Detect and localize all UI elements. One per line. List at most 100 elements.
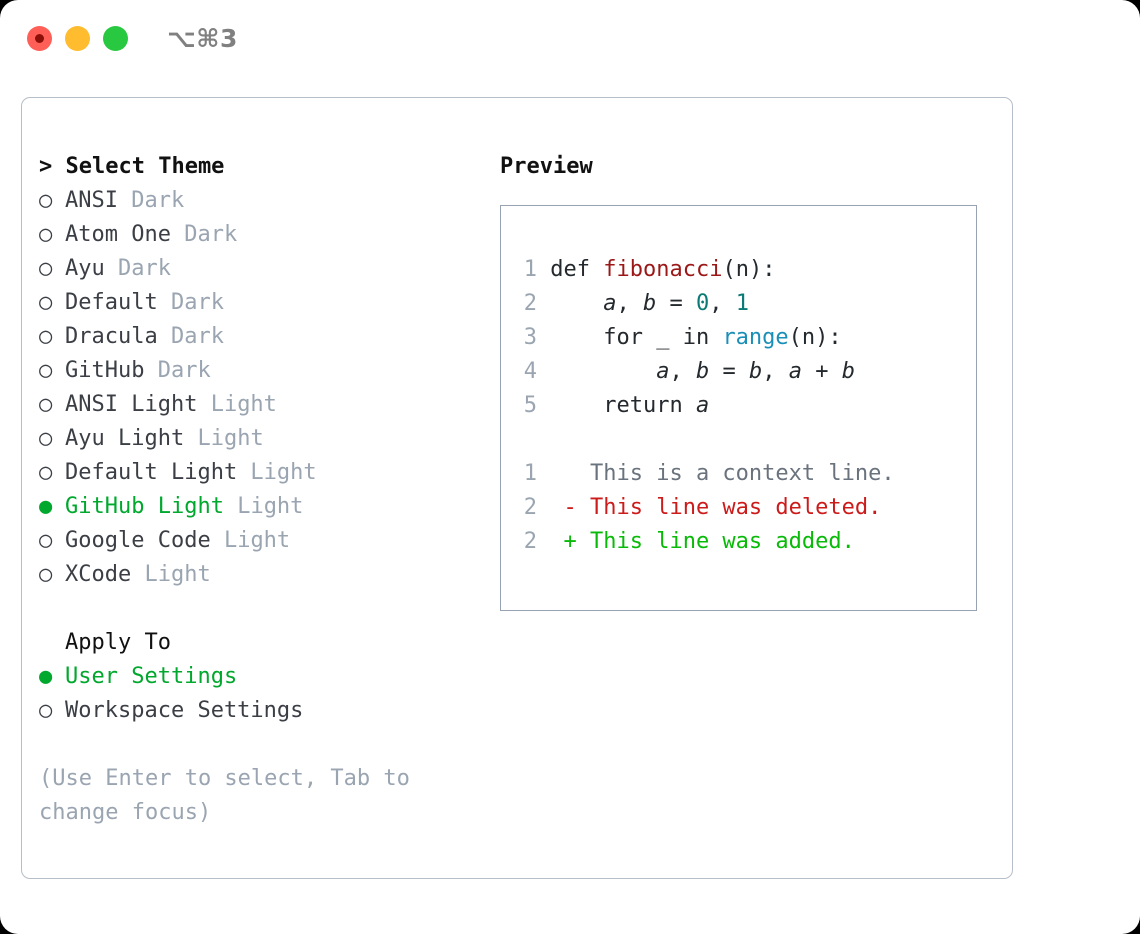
theme-kind-label: Dark [144, 358, 211, 383]
code-token-plain: (n): [788, 325, 842, 350]
theme-name-label: Default [65, 290, 158, 315]
theme-kind-label: Light [223, 494, 304, 519]
code-token-plain: = [709, 359, 749, 384]
line-number: 2 [523, 291, 537, 316]
code-token-plain: , [669, 359, 696, 384]
theme-name-label: GitHub Light [65, 494, 224, 519]
close-button[interactable] [27, 26, 52, 51]
code-token-var: b [841, 359, 855, 384]
maximize-button[interactable] [103, 26, 128, 51]
diff-line-number: 1 [523, 461, 537, 486]
theme-name-label: ANSI Light [65, 392, 198, 417]
theme-name-label: Dracula [65, 324, 158, 349]
theme-list[interactable]: ○ANSI Dark○Atom One Dark○Ayu Dark○Defaul… [39, 184, 479, 592]
line-number: 3 [523, 325, 537, 350]
code-token-func: fibonacci [603, 257, 723, 282]
theme-selection-column: > Select Theme ○ANSI Dark○Atom One Dark○… [39, 150, 479, 830]
radio-unselected-icon: ○ [39, 528, 53, 553]
theme-option-github-light[interactable]: ● GitHub Light Light [39, 490, 479, 524]
preview-heading: Preview [500, 154, 593, 179]
theme-option-default-light[interactable]: ○Default Light Light [39, 456, 479, 490]
theme-option-default[interactable]: ○ Default Dark [39, 286, 479, 320]
theme-kind-label: Light [237, 460, 317, 485]
theme-option-google-code[interactable]: ○Google Code Light [39, 524, 479, 558]
gutter-space [537, 257, 550, 282]
code-line: 3 for _ in range(n): [513, 321, 855, 355]
code-token-plain: , [616, 291, 643, 316]
diff-line: 2 - This line was deleted. [513, 491, 895, 525]
code-token-num: 1 [735, 291, 749, 316]
theme-kind-label: Light [131, 562, 211, 587]
theme-name-label: Atom One [65, 222, 171, 247]
diff-line-text: + This line was added. [537, 529, 855, 554]
theme-name-label: Ayu [65, 256, 105, 281]
theme-name-label: GitHub [65, 358, 145, 383]
code-line: 4 a, b = b, a + b [513, 355, 855, 389]
theme-name-label: ANSI [65, 188, 118, 213]
theme-option-ayu-light[interactable]: ○Ayu Light Light [39, 422, 479, 456]
gutter-space [537, 359, 550, 384]
diff-line: 2 + This line was added. [513, 525, 895, 559]
radio-unselected-icon: ○ [39, 188, 53, 213]
theme-name-label: Google Code [65, 528, 211, 553]
code-token-plain [550, 359, 656, 384]
apply-to-heading: Apply To [65, 630, 171, 655]
code-token-builtin: range [722, 325, 789, 350]
radio-unselected-icon: ○ [39, 222, 53, 247]
keyboard-hint-text: (Use Enter to select, Tab to change focu… [39, 766, 410, 825]
code-token-var: a [695, 393, 710, 418]
theme-name-label: XCode [65, 562, 132, 587]
theme-option-dracula[interactable]: ○Dracula Dark [39, 320, 479, 354]
theme-kind-label: Dark [170, 222, 238, 247]
theme-kind-label: Dark [117, 188, 185, 213]
section-spacer [39, 592, 479, 626]
diff-line-text: - This line was deleted. [537, 495, 882, 520]
theme-option-atom-one[interactable]: ○ Atom One Dark [39, 218, 479, 252]
theme-option-ansi-light[interactable]: ○ ANSI Light Light [39, 388, 479, 422]
code-token-var: a [656, 359, 670, 384]
diff-line: 1 This is a context line. [513, 457, 895, 491]
code-token-num: 0 [695, 291, 710, 316]
apply-to-option-workspace-settings[interactable]: ○Workspace Settings [39, 694, 479, 728]
radio-selected-icon: ● [39, 664, 53, 689]
code-token-plain [550, 291, 603, 316]
code-token-var: b [642, 291, 657, 316]
preview-column: Preview 1 def fibonacci(n):2 a, b = 0, 1… [500, 150, 1000, 611]
theme-kind-label: Light [184, 426, 264, 451]
radio-selected-icon: ● [39, 494, 53, 519]
radio-unselected-icon: ○ [39, 290, 53, 315]
theme-option-ansi[interactable]: ○ ANSI Dark [39, 184, 479, 218]
line-number: 5 [523, 393, 537, 418]
code-token-plain: return [550, 393, 696, 418]
theme-kind-label: Dark [157, 324, 224, 349]
theme-kind-label: Light [197, 392, 277, 417]
code-token-var: b [695, 359, 710, 384]
code-line: 1 def fibonacci(n): [513, 253, 855, 287]
apply-to-label: User Settings [65, 664, 238, 689]
code-token-var: b [748, 359, 763, 384]
line-number: 4 [523, 359, 537, 384]
apply-to-label: Workspace Settings [65, 698, 304, 723]
radio-unselected-icon: ○ [39, 392, 53, 417]
diff-sample: 1 This is a context line.2 - This line w… [513, 457, 895, 559]
traffic-light-group [27, 26, 128, 51]
radio-unselected-icon: ○ [39, 460, 53, 485]
code-token-plain: , [762, 359, 789, 384]
gutter-space [537, 393, 550, 418]
code-token-plain: for _ in [550, 325, 723, 350]
minimize-button[interactable] [65, 26, 90, 51]
code-token-plain: = [656, 291, 696, 316]
select-theme-heading: > Select Theme [39, 154, 225, 179]
diff-line-text: This is a context line. [537, 461, 895, 486]
theme-option-xcode[interactable]: ○XCode Light [39, 558, 479, 592]
theme-option-github[interactable]: ○ GitHub Dark [39, 354, 479, 388]
apply-to-option-user-settings[interactable]: ● User Settings [39, 660, 479, 694]
apply-to-options[interactable]: ● User Settings ○Workspace Settings [39, 660, 479, 728]
theme-kind-label: Dark [157, 290, 224, 315]
line-number: 1 [523, 257, 537, 282]
code-line: 2 a, b = 0, 1 [513, 287, 855, 321]
radio-unselected-icon: ○ [39, 358, 53, 383]
theme-option-ayu[interactable]: ○Ayu Dark [39, 252, 479, 286]
